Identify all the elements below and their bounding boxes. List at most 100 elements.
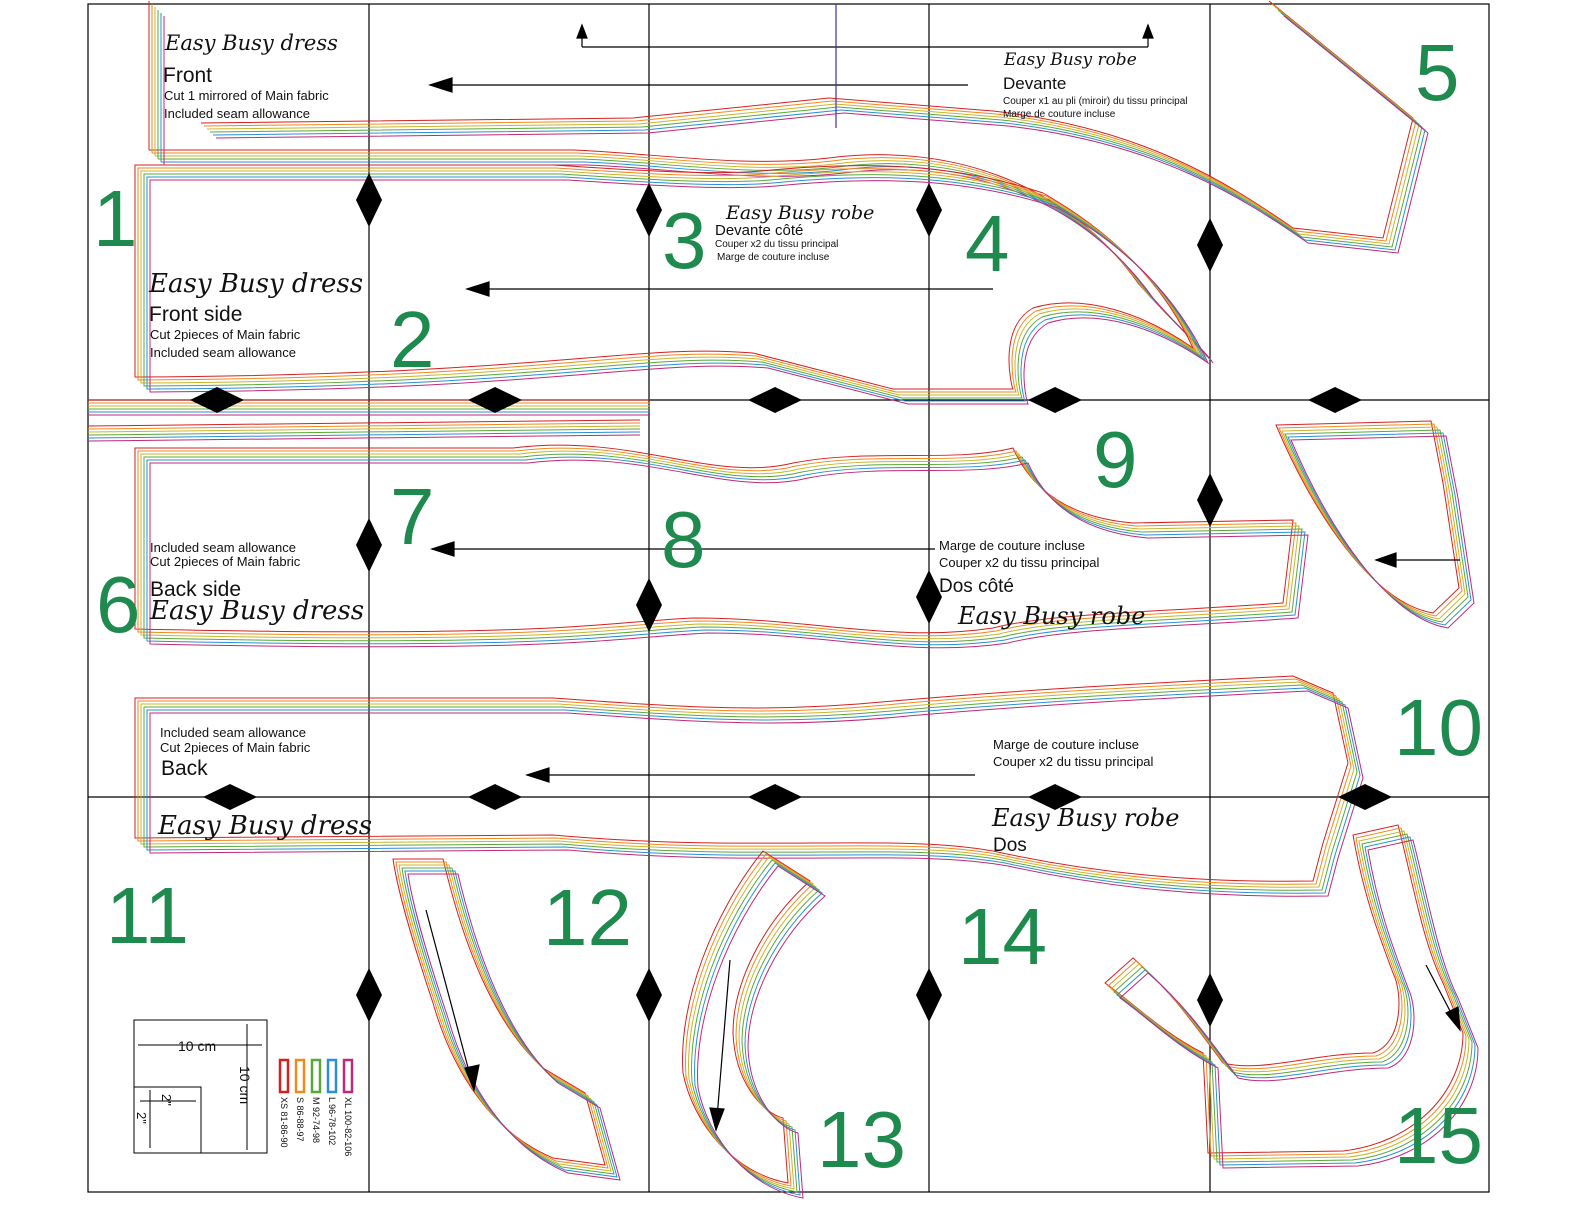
size-line	[149, 459, 1309, 649]
label-front: Easy Busy dress Front Cut 1 mirrored of …	[163, 31, 338, 121]
alignment-diamond	[916, 968, 942, 1022]
page-number: 6	[96, 560, 141, 649]
scale-small-label: 2"	[159, 1094, 174, 1106]
seam-note: Included seam allowance	[160, 725, 306, 740]
piece-title: Easy Busy robe	[1003, 50, 1137, 70]
page-numbers: 1 2 3 4 5 6 7 8 9 10 11 12 13 14 15	[93, 28, 1483, 1184]
alignment-diamond	[636, 183, 662, 237]
page-number: 14	[958, 892, 1047, 981]
size-line	[140, 170, 1201, 396]
alignment-diamond	[1197, 973, 1223, 1027]
label-back: Included seam allowance Cut 2pieces of M…	[157, 725, 372, 841]
size-line	[137, 447, 1297, 637]
size-line	[87, 428, 641, 436]
alignment-diamond	[636, 578, 662, 632]
size-line	[146, 687, 1361, 894]
size-line	[137, 167, 1198, 393]
size-line	[1278, 423, 1463, 617]
size-line	[87, 422, 641, 430]
page-number: 7	[390, 472, 435, 561]
seam-note: Included seam allowance	[150, 540, 296, 555]
size-line	[688, 856, 817, 1190]
seam-note: Included seam allowance	[164, 106, 310, 121]
facing-piece-13-outline	[682, 850, 826, 1199]
alignment-diamond	[356, 518, 382, 572]
grainline-piece-13	[715, 959, 731, 1131]
piece-title: Easy Busy dress	[164, 31, 338, 55]
alignment-diamond	[916, 570, 942, 624]
size-line	[1290, 435, 1475, 629]
scale-box	[133, 1019, 268, 1154]
alignment-diamond	[1197, 473, 1223, 527]
piece-title: Easy Busy robe	[725, 202, 874, 224]
size-line	[134, 164, 1195, 390]
alignment-diamond	[468, 387, 522, 413]
label-front-side: Easy Busy dress Front side Cut 2pieces o…	[148, 269, 363, 360]
label-back-side: Included seam allowance Cut 2pieces of M…	[149, 540, 364, 626]
size-line	[137, 678, 1352, 885]
grainline-piece-12	[425, 909, 475, 1091]
label-devante: Easy Busy robe Devante Couper x1 au pli …	[1003, 50, 1188, 120]
grainline-arrows	[425, 4, 1461, 1132]
page-number: 15	[1394, 1091, 1483, 1180]
seam-note: Included seam allowance	[150, 345, 296, 360]
cut-instruction: Couper x2 du tissu principal	[993, 754, 1154, 769]
piece-name: Back side	[150, 578, 241, 601]
piece-title: Easy Busy dress	[148, 269, 363, 299]
size-line	[140, 450, 1300, 640]
label-dos-cote: Marge de couture incluse Couper x2 du ti…	[939, 538, 1145, 630]
size-line	[163, 15, 1429, 364]
size-line	[134, 675, 1349, 882]
back-piece-outline	[134, 675, 1364, 897]
alignment-diamond	[636, 968, 662, 1022]
size-swatch	[294, 1058, 306, 1094]
size-line	[87, 425, 641, 433]
facing-piece-15-outline	[1104, 824, 1479, 1169]
size-swatch	[310, 1058, 322, 1094]
page-number: 4	[965, 199, 1010, 288]
cut-instruction: Cut 1 mirrored of Main fabric	[164, 88, 329, 103]
alignment-diamond	[748, 784, 802, 810]
size-line	[694, 862, 823, 1196]
size-line	[146, 176, 1207, 402]
seam-note: Marge de couture incluse	[939, 538, 1085, 553]
size-line	[87, 431, 641, 439]
size-line	[691, 859, 820, 1193]
label-dos: Marge de couture incluse Couper x2 du ti…	[991, 737, 1179, 856]
cut-instruction: Couper x2 du tissu principal	[715, 239, 838, 250]
page-number: 8	[661, 495, 706, 584]
piece-name: Devante côté	[715, 222, 803, 239]
size-line	[143, 173, 1204, 399]
seam-note: Marge de couture incluse	[717, 252, 830, 263]
size-line	[87, 419, 641, 427]
size-line	[682, 850, 811, 1184]
size-line	[146, 456, 1306, 646]
size-swatch	[342, 1058, 354, 1094]
size-line	[157, 9, 1423, 358]
alignment-diamond	[748, 387, 802, 413]
alignment-diamonds	[190, 173, 1392, 1027]
label-devante-cote: Easy Busy robe Devante côté Couper x2 du…	[715, 202, 874, 263]
size-label: XS 81-86-90	[279, 1097, 289, 1148]
cut-instruction: Cut 2pieces of Main fabric	[150, 327, 301, 342]
page-number: 13	[817, 1095, 906, 1184]
page-number: 12	[543, 873, 632, 962]
size-line	[87, 434, 641, 442]
size-line	[143, 453, 1303, 643]
scale-small-label: 2"	[134, 1112, 149, 1124]
size-swatch	[326, 1058, 338, 1094]
size-line	[160, 12, 1426, 361]
cut-instruction: Couper x1 au pli (miroir) du tissu princ…	[1003, 96, 1188, 107]
size-line	[407, 873, 621, 1181]
page-number: 10	[1394, 683, 1483, 772]
size-line	[149, 690, 1364, 897]
page-number: 3	[662, 196, 707, 285]
front-piece-outline	[148, 0, 1429, 364]
alignment-diamond	[356, 173, 382, 227]
alignment-diamond	[1308, 387, 1362, 413]
piece-name: Dos	[993, 835, 1027, 856]
size-line	[149, 179, 1210, 405]
front-side-piece-outline	[134, 164, 1210, 405]
